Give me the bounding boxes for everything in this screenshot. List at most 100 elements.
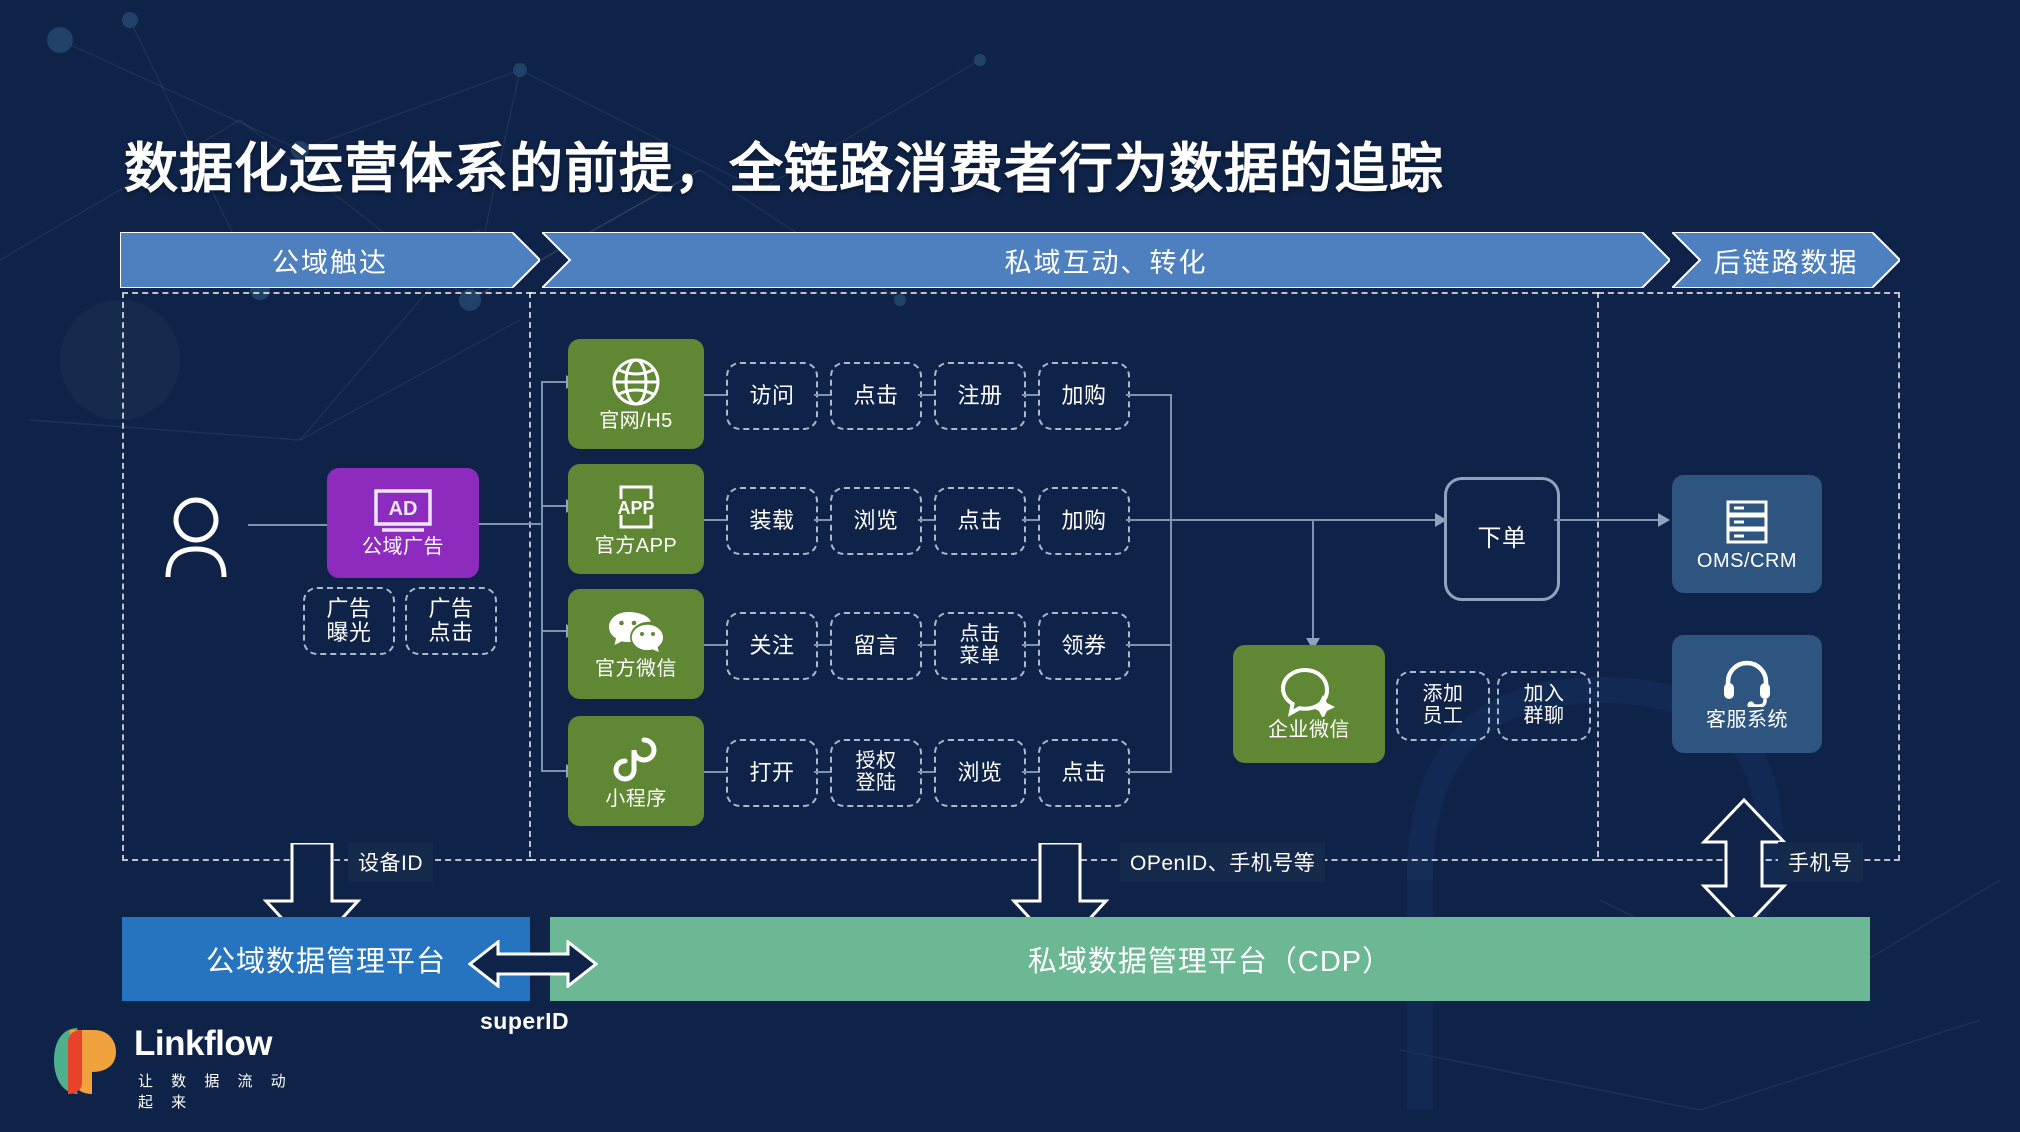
server-icon xyxy=(1726,500,1768,544)
chip-wechat-event-3[interactable]: 点击 菜单 xyxy=(934,612,1026,680)
line-miniprogram-to-events xyxy=(704,771,726,773)
node-channel-miniprogram-label: 小程序 xyxy=(605,787,667,810)
chip-wechat-event-1-label: 关注 xyxy=(749,633,795,659)
chip-work-wechat-join-group-label: 加入 群聊 xyxy=(1523,683,1565,727)
chip-wechat-event-4[interactable]: 领券 xyxy=(1038,612,1130,680)
line-mp-ev1-ev2 xyxy=(814,771,830,773)
platform-public-dmp[interactable]: 公域数据管理平台 xyxy=(122,917,530,1001)
node-channel-website-label: 官网/H5 xyxy=(599,409,673,432)
svg-text:APP: APP xyxy=(617,498,654,518)
ad-monitor-icon: AD xyxy=(374,489,432,532)
chip-ad-click[interactable]: 广告 点击 xyxy=(405,587,497,655)
chip-miniprogram-event-2[interactable]: 授权 登陆 xyxy=(830,739,922,807)
app-icon: APP xyxy=(617,485,655,529)
miniprogram-icon xyxy=(613,737,657,782)
chip-website-event-3[interactable]: 注册 xyxy=(934,362,1026,430)
chip-app-event-1[interactable]: 装载 xyxy=(726,487,818,555)
line-wechat-ev3-ev4 xyxy=(1022,644,1038,646)
node-public-ad[interactable]: AD 公域广告 xyxy=(327,468,479,578)
node-public-ad-label: 公域广告 xyxy=(362,535,444,558)
line-website-ev1-ev2 xyxy=(814,394,830,396)
chip-wechat-event-2-label: 留言 xyxy=(853,633,899,659)
big-arrow-phone xyxy=(1700,798,1788,930)
banner-stage-private-outline xyxy=(542,232,1670,288)
chip-wechat-event-4-label: 领券 xyxy=(1061,633,1107,659)
line-app-tail xyxy=(1126,519,1172,521)
region-divider-private-backend xyxy=(1597,292,1599,857)
chip-app-event-2[interactable]: 浏览 xyxy=(830,487,922,555)
chip-miniprogram-event-2-label: 授权 登陆 xyxy=(855,750,897,794)
line-wechat-ev1-ev2 xyxy=(814,644,830,646)
id-label-device: 设备ID xyxy=(348,842,433,882)
chip-website-event-1[interactable]: 访问 xyxy=(726,362,818,430)
chip-app-event-4[interactable]: 加购 xyxy=(1038,487,1130,555)
globe-icon xyxy=(612,358,660,406)
line-person-to-ad xyxy=(248,524,340,526)
node-order[interactable]: 下单 xyxy=(1444,477,1560,601)
work-wechat-icon xyxy=(1281,667,1335,717)
banner-stage-private-label: 私域互动、转化 xyxy=(1004,247,1208,278)
line-app-ev2-ev3 xyxy=(918,519,934,521)
banner-stage-public-fill xyxy=(120,232,540,288)
chip-app-event-2-label: 浏览 xyxy=(853,508,899,534)
node-work-wechat[interactable]: 企业微信 xyxy=(1233,645,1385,763)
linkflow-wordmark: Linkflow xyxy=(134,1024,272,1063)
chip-app-event-3[interactable]: 点击 xyxy=(934,487,1026,555)
line-website-ev3-ev4 xyxy=(1022,394,1038,396)
wechat-icon xyxy=(609,611,663,652)
line-mp-ev2-ev3 xyxy=(918,771,934,773)
chip-miniprogram-event-3-label: 浏览 xyxy=(957,760,1003,786)
headset-icon xyxy=(1724,660,1770,707)
line-mp-ev3-ev4 xyxy=(1022,771,1038,773)
chip-miniprogram-event-1[interactable]: 打开 xyxy=(726,739,818,807)
banner-stage-backend: 后链路数据 xyxy=(1672,232,1900,288)
chip-wechat-event-2[interactable]: 留言 xyxy=(830,612,922,680)
chip-website-event-4[interactable]: 加购 xyxy=(1038,362,1130,430)
platform-private-cdp-label: 私域数据管理平台（CDP） xyxy=(1027,946,1393,978)
chip-work-wechat-add-staff[interactable]: 添加 员工 xyxy=(1396,671,1490,741)
node-channel-website[interactable]: 官网/H5 xyxy=(568,339,704,449)
node-channel-app[interactable]: APP 官方APP xyxy=(568,464,704,574)
id-label-openid: OPenID、手机号等 xyxy=(1120,842,1326,882)
node-oms-crm-label: OMS/CRM xyxy=(1696,549,1798,572)
node-work-wechat-label: 企业微信 xyxy=(1268,718,1350,741)
node-channel-miniprogram[interactable]: 小程序 xyxy=(568,716,704,826)
chip-miniprogram-event-3[interactable]: 浏览 xyxy=(934,739,1026,807)
banner-stage-private-fill xyxy=(542,232,1670,288)
banner-stage-private: 私域互动、转化 xyxy=(542,232,1670,288)
chip-website-event-4-label: 加购 xyxy=(1061,383,1107,409)
node-order-label: 下单 xyxy=(1477,524,1527,552)
chip-miniprogram-event-4-label: 点击 xyxy=(1061,760,1107,786)
linkflow-mark-icon xyxy=(54,1028,116,1094)
banner-stage-public-label: 公域触达 xyxy=(272,247,388,278)
line-app-to-events xyxy=(704,519,726,521)
line-order-to-oms xyxy=(1554,519,1662,521)
line-wechat-ev2-ev3 xyxy=(918,644,934,646)
chip-ad-impression[interactable]: 广告 曝光 xyxy=(303,587,395,655)
chip-work-wechat-add-staff-label: 添加 员工 xyxy=(1422,683,1464,727)
stage-banner: 公域触达 私域互动、转化 后链路数据 xyxy=(120,232,1900,288)
banner-stage-public: 公域触达 xyxy=(120,232,540,288)
node-channel-wechat-label: 官方微信 xyxy=(595,657,677,680)
line-fanout-to-wechat xyxy=(541,630,571,632)
chip-ad-click-label: 广告 点击 xyxy=(428,596,474,645)
chip-work-wechat-join-group[interactable]: 加入 群聊 xyxy=(1497,671,1591,741)
line-bus-to-work-wechat xyxy=(1312,519,1314,643)
node-oms-crm[interactable]: OMS/CRM xyxy=(1672,475,1822,593)
line-website-tail xyxy=(1126,394,1172,396)
node-customer-service[interactable]: 客服系统 xyxy=(1672,635,1822,753)
linkflow-logo: Linkflow 让 数 据 流 动 起 来 xyxy=(48,1020,308,1111)
line-wechat-to-events xyxy=(704,644,726,646)
line-app-ev1-ev2 xyxy=(814,519,830,521)
line-website-to-events xyxy=(704,394,726,396)
chip-website-event-2[interactable]: 点击 xyxy=(830,362,922,430)
chip-miniprogram-event-4[interactable]: 点击 xyxy=(1038,739,1130,807)
platform-private-cdp[interactable]: 私域数据管理平台（CDP） xyxy=(550,917,1870,1001)
banner-stage-backend-fill xyxy=(1672,232,1900,288)
chip-wechat-event-1[interactable]: 关注 xyxy=(726,612,818,680)
chip-wechat-event-3-label: 点击 菜单 xyxy=(959,623,1001,667)
node-channel-wechat[interactable]: 官方微信 xyxy=(568,589,704,699)
line-website-ev2-ev3 xyxy=(918,394,934,396)
line-bus-to-order xyxy=(1170,519,1440,521)
